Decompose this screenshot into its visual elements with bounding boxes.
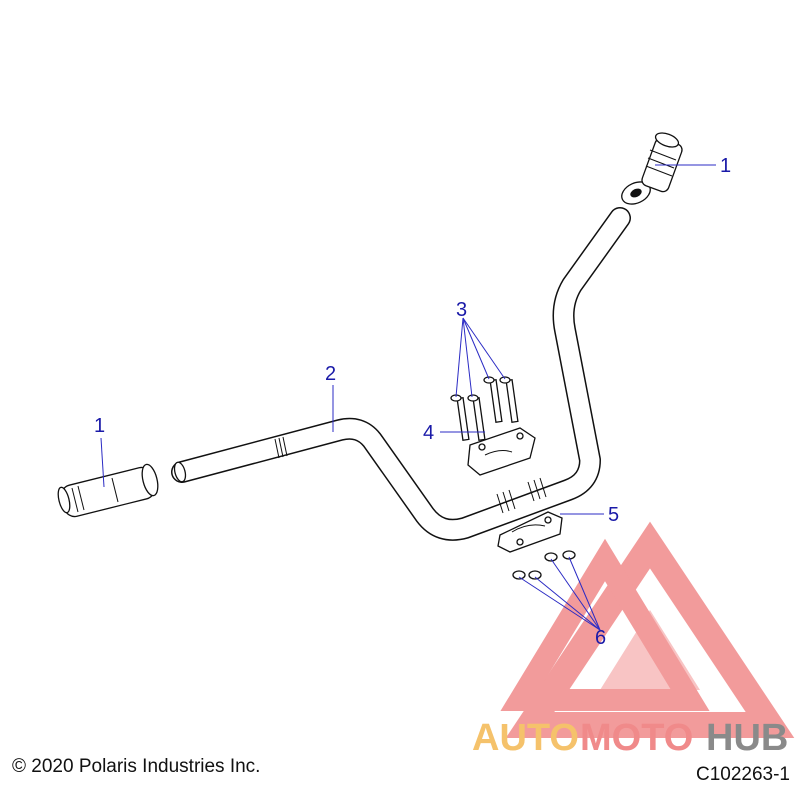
- left-grip: [57, 463, 159, 518]
- callout-2: 2: [325, 363, 336, 385]
- handlebar: [171, 207, 631, 541]
- callout-6: 6: [595, 627, 606, 649]
- callout-3: 3: [456, 299, 467, 321]
- leader-lines: [100, 164, 716, 631]
- callout-4: 4: [423, 422, 434, 444]
- knurl-left: [274, 436, 288, 459]
- bolts: [450, 376, 519, 441]
- lower-clamp: [497, 511, 563, 553]
- diagram-code: C102263-1: [695, 764, 790, 785]
- copyright-notice: © 2020 Polaris Industries Inc.: [12, 756, 261, 777]
- callout-1-left: 1: [94, 415, 105, 437]
- nuts: [512, 550, 576, 580]
- watermark-text: AUTO MOTO HUB: [472, 717, 788, 759]
- watermark-logo: [500, 521, 795, 738]
- upper-clamp: [467, 427, 536, 476]
- watermark-hub: HUB: [706, 717, 788, 759]
- watermark-auto: AUTO: [472, 717, 579, 759]
- right-grip: [621, 132, 683, 205]
- watermark-moto: MOTO: [580, 717, 693, 759]
- callout-5: 5: [608, 504, 619, 526]
- knurl-center: [496, 477, 547, 514]
- callout-1-right: 1: [720, 155, 731, 177]
